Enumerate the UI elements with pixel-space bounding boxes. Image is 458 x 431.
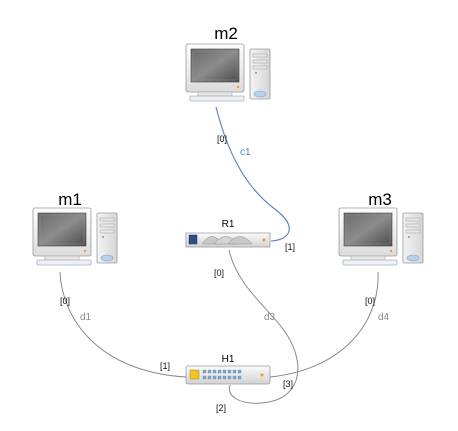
node-label-m3: m3: [368, 190, 392, 209]
hub-h1[interactable]: H1: [185, 354, 271, 385]
link-label-d4: d4: [378, 312, 390, 323]
computer-m2[interactable]: m2: [185, 24, 271, 102]
port-m2-0: [0]: [217, 134, 227, 144]
computer-m1[interactable]: m1: [32, 190, 118, 266]
port-h1-1: [1]: [160, 361, 170, 371]
port-h1-2: [2]: [216, 403, 226, 413]
node-label-m1: m1: [58, 190, 82, 209]
link-d3[interactable]: [228, 249, 299, 404]
link-d4[interactable]: [269, 271, 379, 378]
link-c1[interactable]: [215, 106, 290, 242]
port-r1-1: [1]: [285, 242, 295, 252]
port-r1-0: [0]: [214, 268, 224, 278]
node-label-h1: H1: [222, 354, 235, 365]
port-h1-3: [3]: [283, 379, 293, 389]
port-m1-0: [0]: [60, 296, 70, 306]
link-label-d3: d3: [264, 312, 276, 323]
node-label-r1: R1: [222, 219, 235, 230]
link-label-d1: d1: [80, 312, 92, 323]
node-label-m2: m2: [214, 24, 238, 43]
computer-m3[interactable]: m3: [338, 190, 424, 266]
link-d1[interactable]: [59, 271, 187, 378]
hub-uplink-icon: [189, 369, 200, 380]
router-front-icon: [188, 234, 198, 245]
port-m3-0: [0]: [365, 296, 375, 306]
router-r1[interactable]: R1: [185, 219, 271, 248]
link-label-c1: c1: [240, 147, 251, 158]
